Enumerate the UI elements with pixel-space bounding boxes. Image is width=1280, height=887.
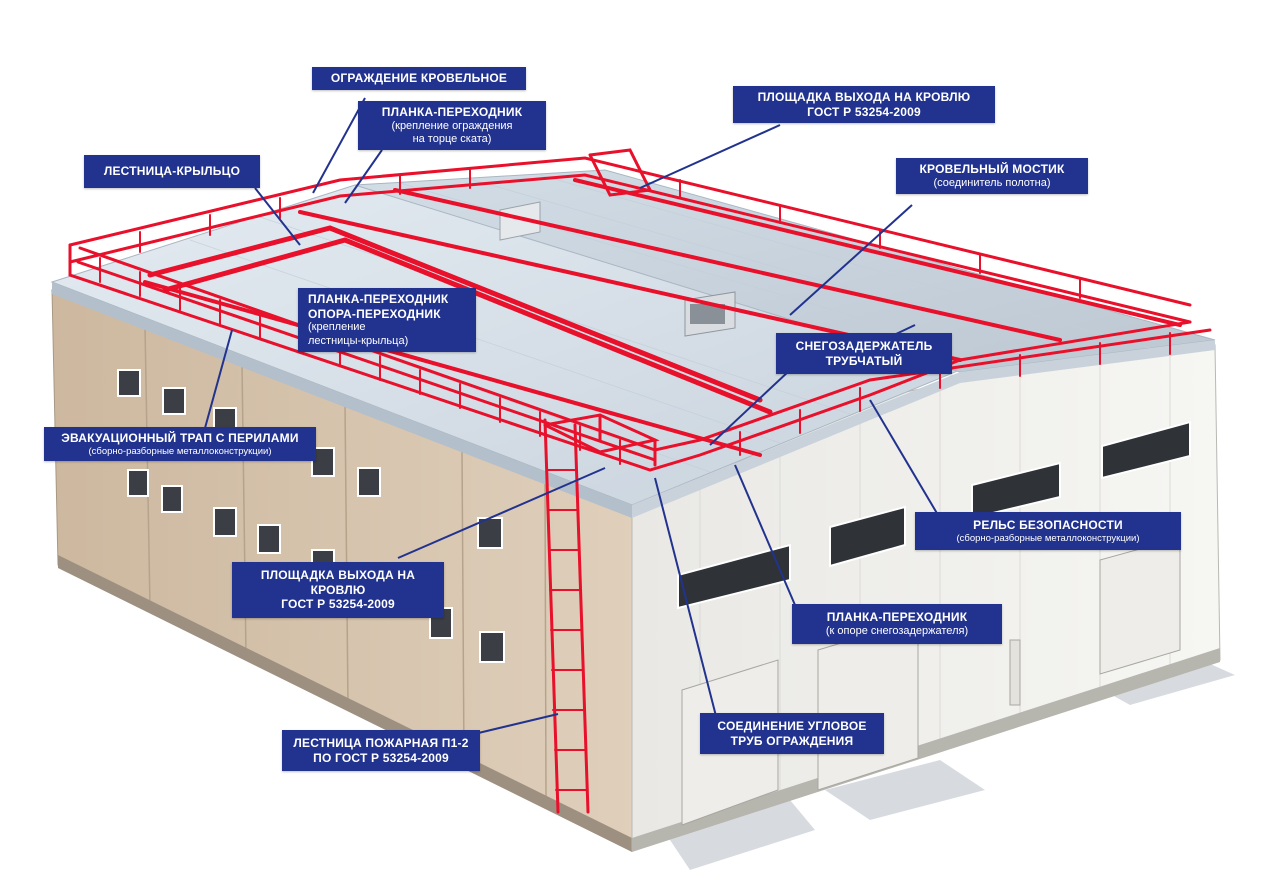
label-adapter-support-sub2: лестницы-крыльца) — [308, 334, 409, 347]
left-wall-seams — [144, 325, 547, 801]
left-wall-windows — [117, 369, 505, 663]
label-evac-ladder-title: ЭВАКУАЦИОННЫЙ ТРАП С ПЕРИЛАМИ — [61, 431, 299, 445]
label-corner-joint: СОЕДИНЕНИЕ УГЛОВОЕ ТРУБ ОГРАЖДЕНИЯ — [700, 713, 884, 755]
label-corner-joint-title2: ТРУБ ОГРАЖДЕНИЯ — [730, 733, 854, 748]
label-snow-guard: СНЕГОЗАДЕРЖАТЕЛЬ ТРУБЧАТЫЙ — [776, 333, 952, 375]
label-exit-platform-bottom: ПЛОЩАДКА ВЫХОДА НА КРОВЛЮ ГОСТ Р 53254-2… — [232, 562, 444, 618]
label-adapter-snow-title: ПЛАНКА-ПЕРЕХОДНИК — [826, 610, 968, 624]
label-exit-platform-top-title: ПЛОЩАДКА ВЫХОДА НА КРОВЛЮ — [757, 90, 971, 104]
label-fire-ladder: ЛЕСТНИЦА ПОЖАРНАЯ П1-2 ПО ГОСТ Р 53254-2… — [282, 730, 480, 772]
label-adapter-fence-title: ПЛАНКА-ПЕРЕХОДНИК — [381, 105, 523, 119]
label-snow-guard-title2: ТРУБЧАТЫЙ — [825, 353, 903, 368]
label-adapter-snow-sub: (к опоре снегозадержателя) — [825, 624, 969, 637]
label-adapter-snow: ПЛАНКА-ПЕРЕХОДНИК (к опоре снегозадержат… — [792, 604, 1002, 645]
label-corner-joint-title1: СОЕДИНЕНИЕ УГЛОВОЕ — [717, 719, 867, 733]
label-exit-platform-top: ПЛОЩАДКА ВЫХОДА НА КРОВЛЮ ГОСТ Р 53254-2… — [733, 86, 995, 124]
label-roof-fence: ОГРАЖДЕНИЕ КРОВЕЛЬНОЕ — [312, 67, 526, 90]
label-roof-bridge-title: КРОВЕЛЬНЫЙ МОСТИК — [919, 162, 1065, 176]
label-roof-fence-title: ОГРАЖДЕНИЕ КРОВЕЛЬНОЕ — [330, 71, 508, 85]
label-safety-rail: РЕЛЬС БЕЗОПАСНОСТИ (сборно-разборные мет… — [915, 512, 1181, 551]
label-adapter-support: ПЛАНКА-ПЕРЕХОДНИК ОПОРА-ПЕРЕХОДНИК (креп… — [298, 288, 476, 353]
label-adapter-fence-sub1: (крепление ограждения — [391, 119, 513, 132]
label-fire-ladder-title1: ЛЕСТНИЦА ПОЖАРНАЯ П1-2 — [293, 736, 469, 750]
label-safety-rail-title: РЕЛЬС БЕЗОПАСНОСТИ — [973, 518, 1123, 532]
label-porch-ladder-title: ЛЕСТНИЦА-КРЫЛЬЦО — [103, 164, 241, 178]
label-evac-ladder-sub: (сборно-разборные металлоконструкции) — [88, 445, 272, 457]
label-evac-ladder: ЭВАКУАЦИОННЫЙ ТРАП С ПЕРИЛАМИ (сборно-ра… — [44, 427, 316, 462]
label-fire-ladder-title2: ПО ГОСТ Р 53254-2009 — [313, 750, 449, 765]
label-adapter-fence-sub2: на торце ската) — [412, 133, 492, 146]
leader-lines — [204, 97, 939, 736]
label-porch-ladder: ЛЕСТНИЦА-КРЫЛЬЦО — [84, 155, 260, 188]
label-exit-platform-top-sub: ГОСТ Р 53254-2009 — [807, 104, 921, 119]
label-snow-guard-title1: СНЕГОЗАДЕРЖАТЕЛЬ — [795, 339, 933, 353]
label-adapter-support-title2: ОПОРА-ПЕРЕХОДНИК — [308, 306, 441, 321]
label-roof-bridge-sub: (соединитель полотна) — [933, 176, 1051, 189]
label-safety-rail-sub: (сборно-разборные металлоконструкции) — [956, 532, 1140, 544]
label-exit-platform-bottom-sub: ГОСТ Р 53254-2009 — [281, 597, 395, 612]
label-exit-platform-bottom-title: ПЛОЩАДКА ВЫХОДА НА КРОВЛЮ — [260, 568, 416, 597]
label-adapter-support-sub1: (крепление — [308, 321, 366, 334]
right-wall-windows — [677, 420, 1191, 610]
label-roof-bridge: КРОВЕЛЬНЫЙ МОСТИК (соединитель полотна) — [896, 158, 1088, 195]
label-adapter-fence: ПЛАНКА-ПЕРЕХОДНИК (крепление ограждения … — [358, 101, 546, 151]
label-adapter-support-title1: ПЛАНКА-ПЕРЕХОДНИК — [308, 292, 449, 306]
